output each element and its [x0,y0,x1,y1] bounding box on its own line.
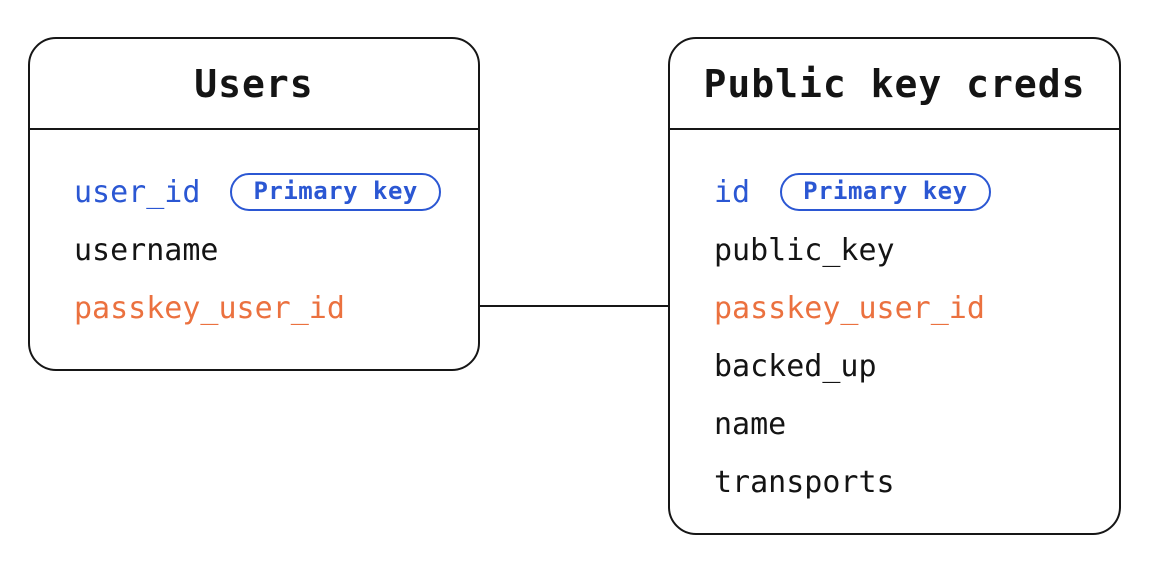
table-users-fields: user_id Primary key username passkey_use… [30,130,478,337]
field-row-backed-up: backed_up [714,337,1099,395]
field-row-transports: transports [714,453,1099,511]
table-public-key-creds: Public key creds id Primary key public_k… [668,37,1121,535]
primary-key-badge: Primary key [780,173,991,211]
field-row-public-key: public_key [714,221,1099,279]
field-name-label: name [714,406,787,442]
field-passkey-user-id-label: passkey_user_id [74,290,345,326]
field-passkey-user-id-label: passkey_user_id [714,290,985,326]
field-backed-up-label: backed_up [714,348,877,384]
field-row-id: id Primary key [714,163,1099,221]
field-row-passkey-user-id: passkey_user_id [714,279,1099,337]
table-users-title: Users [30,39,478,130]
field-user-id-label: user_id [74,174,201,210]
table-users: Users user_id Primary key username passk… [28,37,480,371]
primary-key-badge: Primary key [230,173,441,211]
field-public-key-label: public_key [714,232,895,268]
field-username-label: username [74,232,219,268]
relationship-line [480,305,668,307]
field-row-passkey-user-id: passkey_user_id [74,279,458,337]
field-id-label: id [714,174,751,210]
table-public-key-creds-title: Public key creds [670,39,1119,130]
table-public-key-creds-fields: id Primary key public_key passkey_user_i… [670,130,1119,511]
field-row-name: name [714,395,1099,453]
field-row-username: username [74,221,458,279]
field-transports-label: transports [714,464,895,500]
field-row-user-id: user_id Primary key [74,163,458,221]
